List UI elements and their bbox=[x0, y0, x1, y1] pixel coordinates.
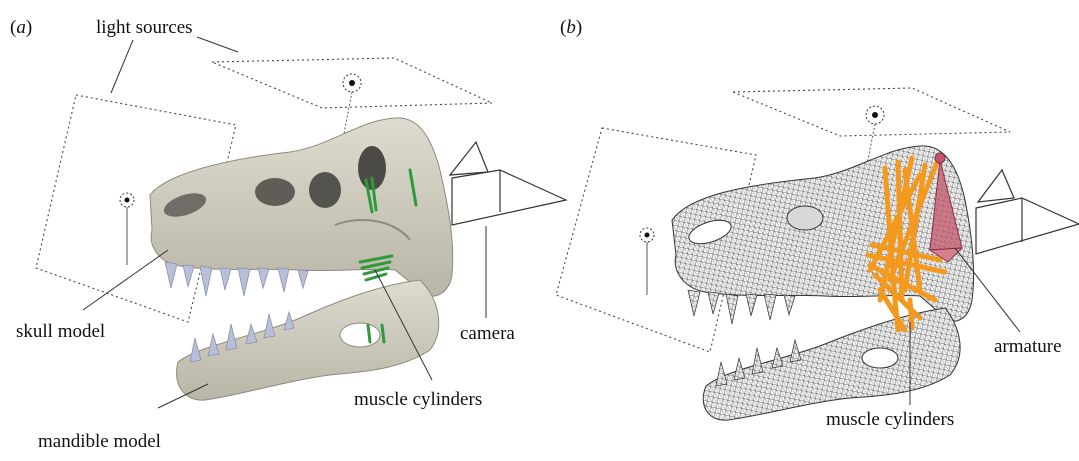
panel-label-a: (a) bbox=[10, 18, 32, 37]
mandible-model bbox=[177, 280, 439, 400]
wireframe-mandible bbox=[703, 308, 960, 420]
light-bulb-icon bbox=[640, 228, 654, 295]
panel-b bbox=[556, 88, 1079, 420]
label-light-sources: light sources bbox=[96, 18, 193, 37]
label-muscle-cylinders-a: muscle cylinders bbox=[354, 390, 482, 409]
label-skull-model: skull model bbox=[16, 322, 105, 341]
label-armature: armature bbox=[994, 337, 1062, 356]
panel-a bbox=[36, 37, 566, 408]
light-bulb-icon bbox=[120, 193, 134, 265]
label-mandible-model: mandible model bbox=[38, 432, 161, 451]
skull-model bbox=[150, 118, 453, 296]
label-muscle-cylinders-b: muscle cylinders bbox=[826, 410, 954, 429]
label-camera: camera bbox=[460, 324, 515, 343]
panel-label-b: (b) bbox=[560, 18, 582, 37]
light-source-plane-top bbox=[733, 88, 1010, 136]
camera-icon bbox=[976, 170, 1079, 254]
camera-icon bbox=[450, 142, 566, 225]
